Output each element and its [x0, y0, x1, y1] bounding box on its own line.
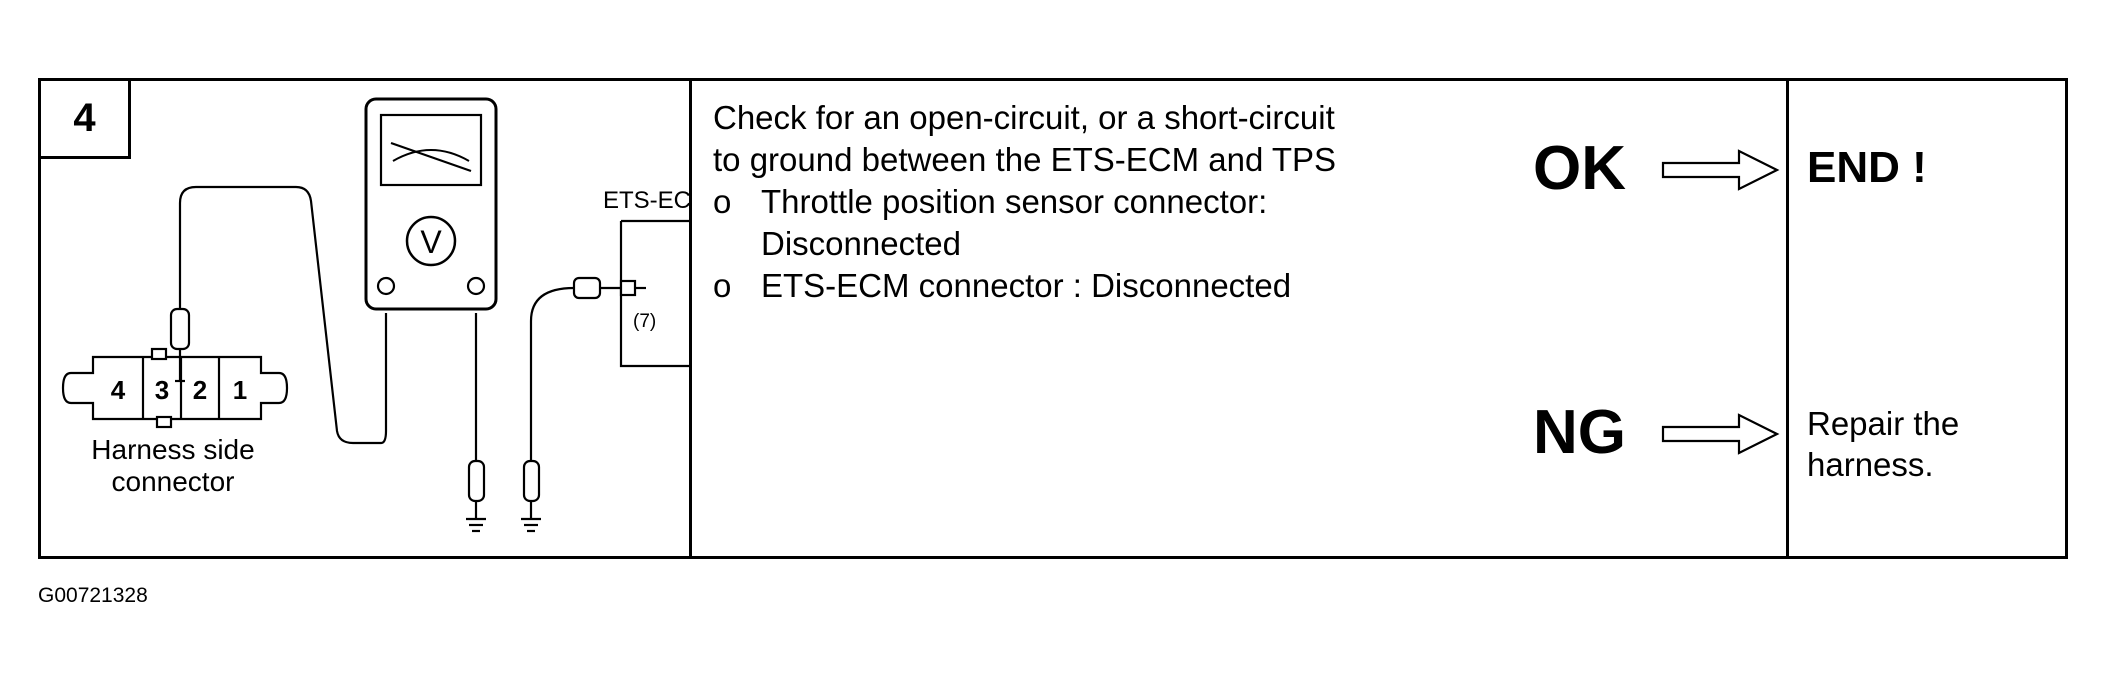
ng-result-line2: harness. — [1807, 446, 1934, 483]
ground-probes — [466, 459, 541, 533]
procedure-table: 4 4 3 2 1 Harness side — [38, 78, 2068, 559]
voltmeter — [364, 97, 498, 311]
harness-label-line1: Harness side — [91, 434, 254, 465]
pin-3-label: 3 — [155, 375, 169, 405]
ok-result: END ! — [1807, 143, 1927, 192]
ok-label: OK — [1533, 134, 1626, 203]
pin-4-label: 4 — [111, 375, 126, 405]
check-bullet-1: o Throttle position sensor connector: Di… — [713, 181, 1336, 265]
ng-result: Repair the harness. — [1807, 403, 1959, 485]
ecm-connector — [572, 219, 691, 368]
bullet-mark: o — [713, 183, 732, 220]
ecm-pin-label: (7) — [633, 311, 656, 332]
bullet-continuation: Disconnected — [761, 225, 961, 262]
probe-wire-positive — [178, 185, 388, 445]
ng-arrow-icon — [1661, 413, 1780, 455]
step-number: 4 — [41, 81, 131, 159]
ng-result-line1: Repair the — [1807, 405, 1960, 442]
pin-1-label: 1 — [233, 375, 247, 405]
figure-id: G00721328 — [38, 584, 148, 607]
check-instructions: Check for an open-circuit, or a short-ci… — [713, 97, 1336, 307]
ecm-label: ETS-ECM — [603, 187, 691, 214]
probe-wire-ecm — [529, 286, 575, 461]
check-bullet-2: o ETS-ECM connector : Disconnected — [713, 265, 1336, 307]
harness-label-line2: connector — [112, 466, 235, 497]
ok-arrow-icon — [1661, 149, 1780, 191]
bullet-text: Throttle position sensor connector: — [761, 183, 1268, 220]
back-probe — [169, 307, 191, 383]
wiring-diagram: 4 3 2 1 Harness side connector V — [61, 97, 691, 533]
check-line-1: Check for an open-circuit, or a short-ci… — [713, 99, 1335, 136]
pin-2-label: 2 — [193, 375, 207, 405]
bullet-text: ETS-ECM connector : Disconnected — [761, 267, 1292, 304]
check-line-2: to ground between the ETS-ECM and TPS — [713, 141, 1337, 178]
meter-symbol: V — [420, 224, 442, 260]
divider-results — [1786, 81, 1789, 556]
bullet-mark: o — [713, 267, 732, 304]
ng-label: NG — [1533, 398, 1626, 467]
divider-diagram — [689, 81, 692, 556]
harness-connector — [61, 347, 289, 429]
